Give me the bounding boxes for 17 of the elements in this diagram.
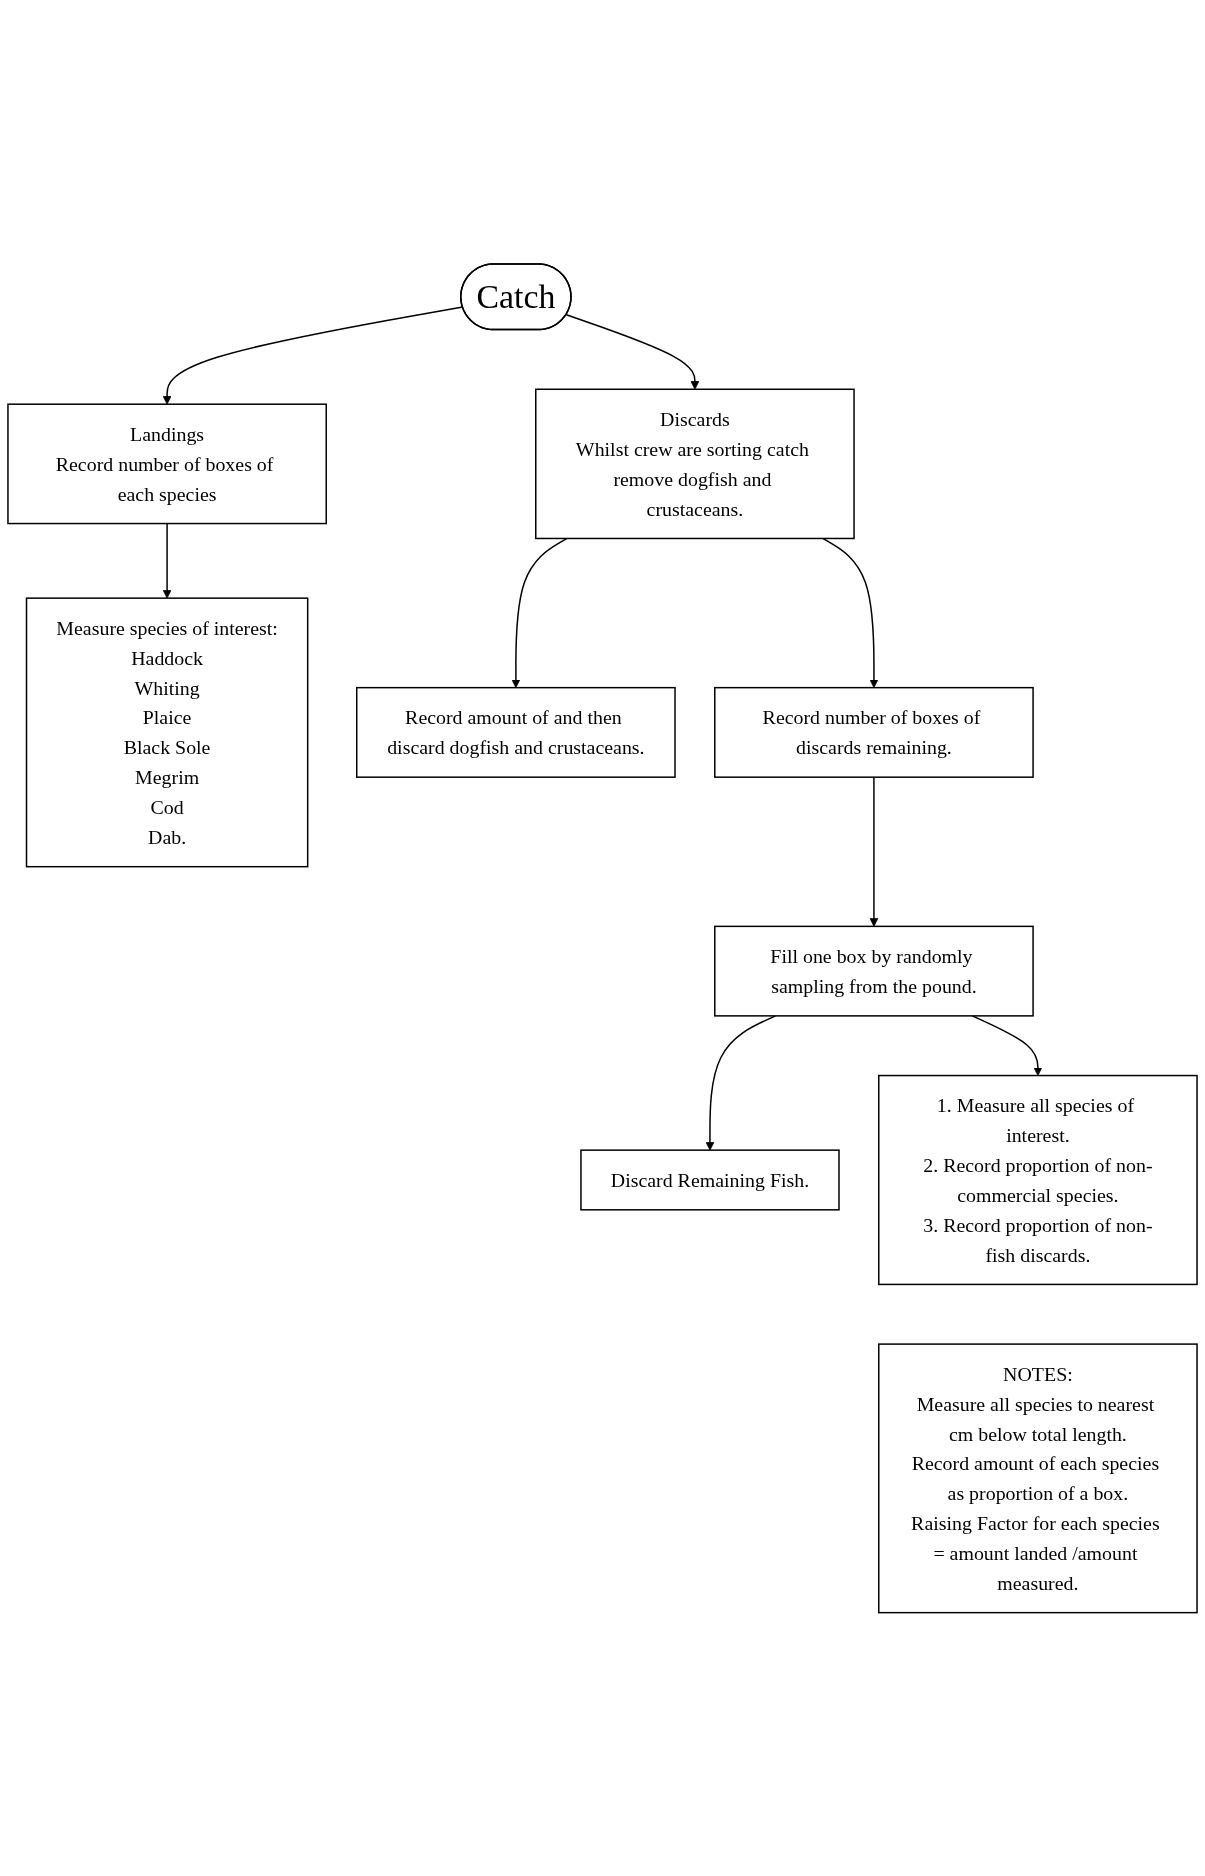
node-box: Discards Whilst crew are sorting catch remove dogfish and crustaceans. [535, 388, 855, 539]
arrow [822, 537, 879, 688]
node-box: Landings Record number of boxes of each species [7, 403, 327, 524]
node-box: Discard Remaining Fish. [580, 1149, 840, 1211]
arrow [565, 313, 700, 390]
arrow [162, 522, 172, 599]
arrow [869, 776, 879, 927]
node-box: Fill one box by randomly sampling from the pound. [714, 925, 1034, 1017]
arrow [705, 1014, 777, 1151]
arrow [511, 537, 568, 688]
node-box: Measure species of interest: Haddock Whiting Plaice Black Sole Megrim Cod Dab. [25, 597, 309, 868]
node-box: 1. Measure all species of interest. 2. Record proportion of non-commercial species. 3. Record proportion of non-fish discards. [878, 1074, 1198, 1285]
node-box: Record amount of and then discard dogfish and crustaceans. [356, 686, 676, 778]
arrow [971, 1014, 1043, 1076]
node-box: NOTES: Measure all species to nearest cm below total length. Record amount of each species as proportion of a box. Raising Factor for each species = amount landed /amount measured. [878, 1343, 1198, 1614]
arrow [162, 305, 464, 405]
node-box: Record number of boxes of discards remaining. [714, 686, 1034, 778]
